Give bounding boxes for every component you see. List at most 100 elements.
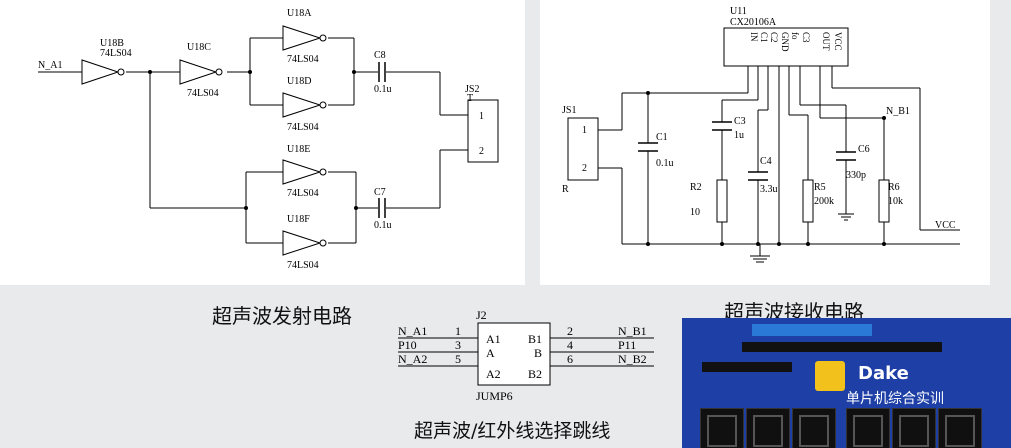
net-n-b1: N_B1 <box>886 106 910 117</box>
u11-part: CX20106A <box>730 17 777 28</box>
transmitter-gates <box>81 25 327 256</box>
gate-u18b <box>81 59 125 85</box>
r6-ref: R6 <box>888 182 900 193</box>
j2-left-net-2: P10 <box>398 338 417 352</box>
c3-value: 1u <box>734 130 744 141</box>
board-subtitle: 单片机综合实训 <box>846 391 944 407</box>
c3-ref: C3 <box>734 116 746 127</box>
brand-label: Dake <box>858 363 909 384</box>
js2-box <box>467 99 499 163</box>
jumper-caption: 超声波/红外线选择跳线 <box>414 420 611 442</box>
seven-seg-digit <box>892 408 936 448</box>
u11-box <box>723 27 849 67</box>
r2-value: 10 <box>690 207 700 218</box>
gate-u18e <box>282 159 327 185</box>
yellow-button <box>815 361 845 391</box>
u18f-ref: U18F <box>287 214 310 225</box>
u18d-ref: U18D <box>287 76 311 87</box>
receiver-resistors <box>716 179 890 223</box>
u18b-ref: U18B <box>100 38 124 49</box>
u18f-part: 74LS04 <box>287 260 319 271</box>
j2-part: JUMP6 <box>476 389 513 403</box>
js2-pin1: 1 <box>479 111 484 122</box>
u18a-part: 74LS04 <box>287 54 319 65</box>
seven-seg-digit <box>792 408 836 448</box>
svg-text:GND: GND <box>780 32 790 52</box>
seven-seg-digit <box>746 408 790 448</box>
r6-value: 10k <box>888 196 903 207</box>
receiver-capacitors <box>638 121 856 181</box>
j2-right-net-3: N_B2 <box>618 352 647 366</box>
js2-pin2: 2 <box>479 146 484 157</box>
seven-seg-digit <box>846 408 890 448</box>
transmitter-junctions <box>148 70 358 210</box>
c6-value: 330p <box>846 170 866 181</box>
net-n-a1: N_A1 <box>38 60 62 71</box>
js1-type: R <box>562 184 569 195</box>
js1-box <box>567 117 599 181</box>
c8-value: 0.1u <box>374 84 392 95</box>
j2-right-label-1: B1 <box>528 332 542 346</box>
js1-ref: JS1 <box>562 105 576 116</box>
svg-text:C1: C1 <box>759 32 769 43</box>
transmitter-capacitors <box>378 62 386 218</box>
j2-box <box>477 322 551 386</box>
j2-ref: J2 <box>476 308 487 322</box>
c1-value: 0.1u <box>656 158 674 169</box>
c7-value: 0.1u <box>374 220 392 231</box>
c7-ref: C7 <box>374 187 386 198</box>
u18e-part: 74LS04 <box>287 188 319 199</box>
receiver-wires <box>598 66 960 263</box>
j2-left-label-3: A2 <box>486 367 501 381</box>
u18b-part: 74LS04 <box>100 48 132 59</box>
u18e-ref: U18E <box>287 144 310 155</box>
seven-seg-digit <box>938 408 982 448</box>
j2-right-pin-2: 4 <box>567 338 573 352</box>
js1-pin1: 1 <box>582 125 587 136</box>
board-photo: Dake 单片机综合实训 <box>682 318 1011 448</box>
seven-seg-digit <box>700 408 744 448</box>
j2-left-pin-2: 3 <box>455 338 461 352</box>
js2-type: T <box>467 93 473 104</box>
pin-header <box>742 342 942 352</box>
j2-right-pin-1: 2 <box>567 324 573 338</box>
c4-ref: C4 <box>760 156 772 167</box>
gate-u18a <box>282 25 327 51</box>
jumper-wires <box>398 337 654 367</box>
j2-right-label-3: B2 <box>528 367 542 381</box>
js2-ref: JS2 <box>465 84 479 95</box>
r5-value: 200k <box>814 196 834 207</box>
r2-ref: R2 <box>690 182 702 193</box>
j2-left-pin-3: 5 <box>455 352 461 366</box>
pin-header-left <box>702 362 792 372</box>
u18c-ref: U18C <box>187 42 211 53</box>
svg-text:fo: fo <box>790 32 800 40</box>
svg-text:C2: C2 <box>769 32 779 43</box>
svg-text:IN: IN <box>749 32 759 42</box>
u18d-part: 74LS04 <box>287 122 319 133</box>
receiver-junctions <box>646 91 886 246</box>
svg-text:C3: C3 <box>801 32 811 43</box>
r5-ref: R5 <box>814 182 826 193</box>
j2-right-net-1: N_B1 <box>618 324 647 338</box>
transmitter-caption: 超声波发射电路 <box>212 304 352 328</box>
j2-left-net-1: N_A1 <box>398 324 427 338</box>
blue-header <box>752 324 872 336</box>
transmitter-wires <box>38 37 470 244</box>
svg-text:OUT: OUT <box>821 32 831 51</box>
c4-value: 3.3u <box>760 184 778 195</box>
svg-text:VCC: VCC <box>833 32 843 51</box>
u18c-part: 74LS04 <box>187 88 219 99</box>
j2-right-label-2: B <box>534 346 542 360</box>
gate-u18c <box>179 59 223 85</box>
u11-pin-labels: IN C1 C2 GND fo C3 OUT VCC <box>749 32 843 52</box>
u18a-ref: U18A <box>287 8 312 19</box>
c8-ref: C8 <box>374 50 386 61</box>
j2-left-net-3: N_A2 <box>398 352 427 366</box>
j2-left-pin-1: 1 <box>455 324 461 338</box>
gate-u18d <box>282 92 327 118</box>
js1-pin2: 2 <box>582 163 587 174</box>
gate-u18f <box>282 230 327 256</box>
c6-ref: C6 <box>858 144 870 155</box>
